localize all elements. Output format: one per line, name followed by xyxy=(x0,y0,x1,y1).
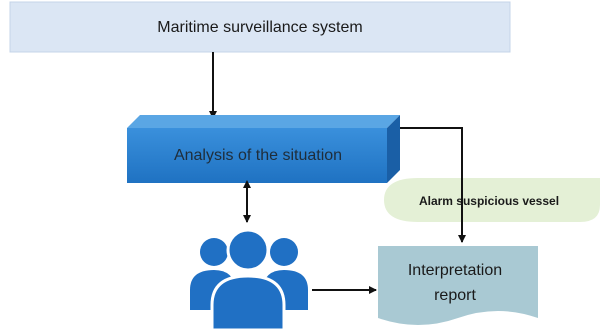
analysis-label: Analysis of the situation xyxy=(174,147,342,164)
report-label-line2: report xyxy=(434,287,476,304)
alarm-label: Alarm suspicious vessel xyxy=(419,194,559,208)
arrow-analysis-to-report xyxy=(400,127,466,243)
surveillance-system-node: Maritime surveillance system xyxy=(9,1,511,53)
people-group-icon xyxy=(190,228,308,332)
report-node: Interpretation report xyxy=(378,246,538,325)
report-document-shape xyxy=(378,246,538,325)
analysis-side-face xyxy=(387,115,400,183)
analysis-front-face xyxy=(127,128,387,183)
analysis-node: Analysis of the situation xyxy=(127,115,400,183)
surveillance-system-label: Maritime surveillance system xyxy=(157,19,362,36)
alarm-leaf-shape xyxy=(384,178,600,222)
alarm-node: Alarm suspicious vessel xyxy=(384,178,600,222)
analysis-top-face xyxy=(127,115,400,128)
report-label-line1: Interpretation xyxy=(408,262,502,279)
